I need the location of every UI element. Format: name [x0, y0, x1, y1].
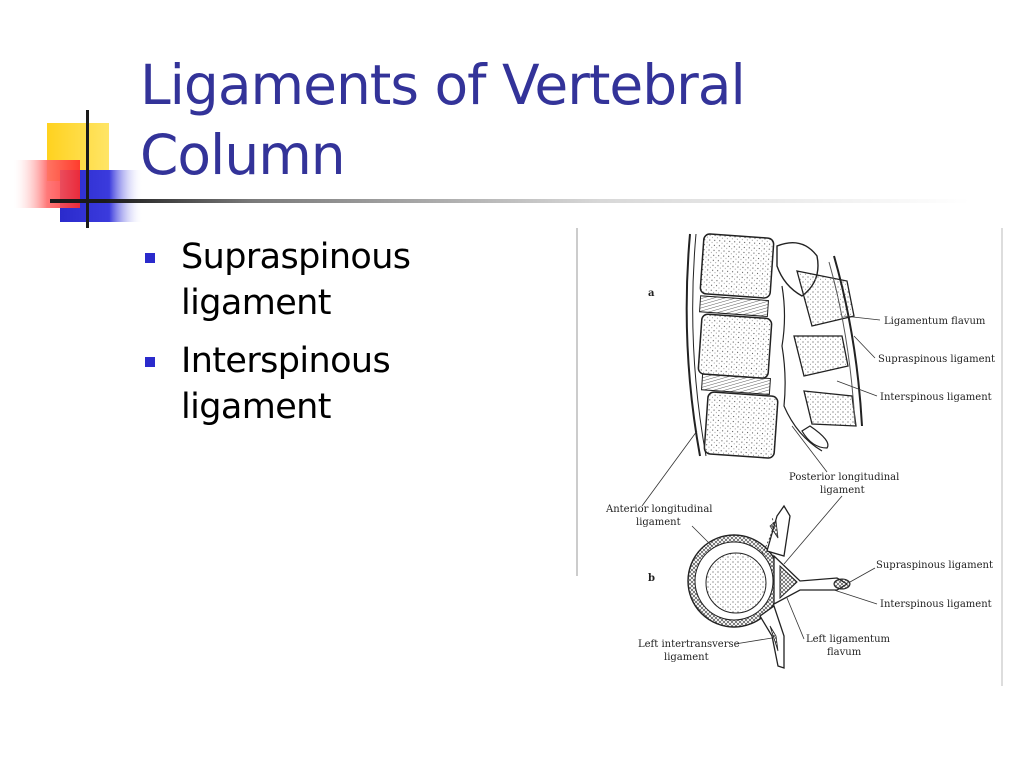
axial-view-drawing [687, 504, 851, 669]
bullet-text-line-2: ligament [181, 387, 331, 427]
slide-title-line-2: Column [140, 123, 346, 187]
square-bullet-icon [145, 253, 155, 263]
panel-a-letter: a [648, 288, 655, 299]
label-posterior-longitudinal-2: ligament [820, 485, 865, 496]
title-underline [50, 199, 970, 203]
label-interspinous-b: Interspinous ligament [880, 599, 992, 610]
bullet-text-line-1: Interspinous [181, 341, 391, 381]
label-interspinous-a: Interspinous ligament [880, 392, 992, 403]
label-left-intertransverse-1: Left intertransverse [638, 639, 740, 650]
bullet-item-interspinous: Interspinous ligament [145, 338, 475, 430]
bullet-text-line-1: Supraspinous [181, 237, 411, 277]
anatomy-figure: a Ligamentum flavum Supraspinous ligamen… [572, 226, 1012, 688]
slide-title-line-1: Ligaments of Vertebral [140, 53, 746, 117]
label-anterior-longitudinal-1: Anterior longitudinal [605, 504, 712, 515]
label-left-intertransverse-2: ligament [664, 652, 709, 663]
sagittal-view-drawing [685, 233, 863, 459]
label-ligamentum-flavum: Ligamentum flavum [884, 316, 986, 327]
label-left-ligamentum-flavum-1: Left ligamentum [806, 634, 891, 645]
vertebral-ligaments-diagram: a Ligamentum flavum Supraspinous ligamen… [576, 228, 1003, 686]
bullet-list: Supraspinous ligament Interspinous ligam… [145, 234, 475, 442]
label-left-ligamentum-flavum-2: flavum [827, 647, 862, 658]
square-bullet-icon [145, 357, 155, 367]
decorative-corner-graphic [14, 110, 142, 228]
bullet-text-line-2: ligament [181, 283, 331, 323]
label-anterior-longitudinal-2: ligament [636, 517, 681, 528]
label-supraspinous-b: Supraspinous ligament [876, 560, 993, 571]
panel-b-letter: b [648, 573, 655, 584]
label-supraspinous-a: Supraspinous ligament [878, 354, 995, 365]
label-posterior-longitudinal-1: Posterior longitudinal [789, 472, 899, 483]
bullet-item-supraspinous: Supraspinous ligament [145, 234, 475, 326]
